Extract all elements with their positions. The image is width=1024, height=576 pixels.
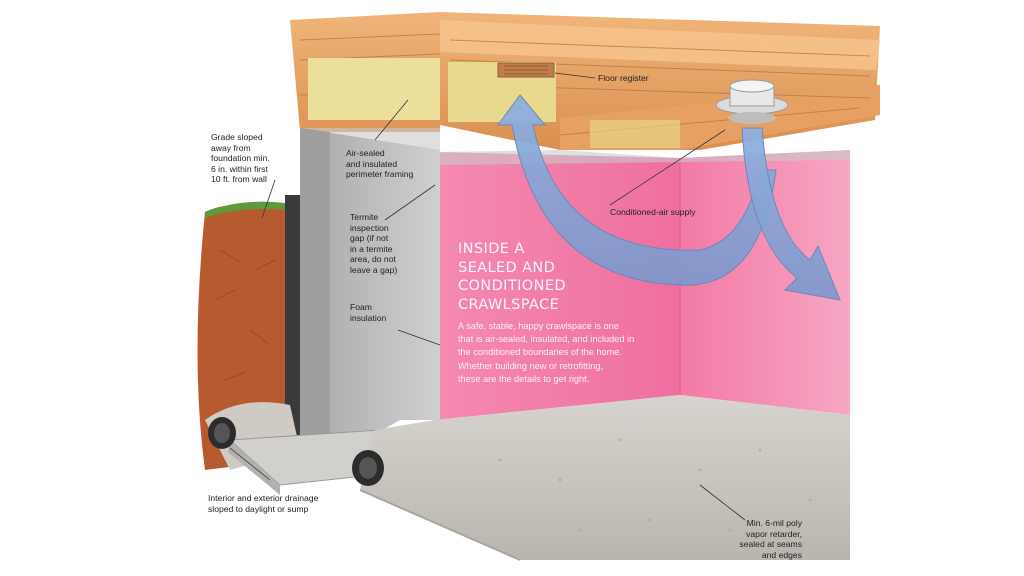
- airflow-arrows: [497, 94, 841, 301]
- vapor-retarder-label: Min. 6-mil poly vapor retarder, sealed a…: [739, 518, 802, 560]
- drainage-label: Interior and exterior drainage sloped to…: [208, 493, 319, 514]
- leader-lines: [229, 72, 746, 521]
- foam-insulation-label: Foam insulation: [350, 302, 387, 323]
- floor-register-label: Floor register: [598, 73, 649, 83]
- diagram-title: INSIDE A SEALED AND CONDITIONED CRAWLSPA…: [458, 241, 566, 313]
- foundation-wall: [285, 128, 440, 460]
- vapor-retarder-floor: [359, 395, 850, 561]
- diagram-description: A safe, stable, happy crawlspace is one …: [458, 321, 635, 384]
- interior-walls: [435, 150, 850, 420]
- grade-slope-label: Grade sloped away from foundation min. 6…: [211, 132, 270, 184]
- conditioned-air-label: Conditioned-air supply: [610, 207, 696, 217]
- floor-register: [497, 62, 555, 78]
- drain-pipes: [208, 417, 384, 486]
- perimeter-framing-label: Air-sealed and insulated perimeter frami…: [346, 148, 414, 179]
- termite-gap-label: Termite inspection gap (if not in a term…: [350, 212, 398, 275]
- footing-and-gravel: [205, 402, 422, 495]
- air-supply-diffuser: [715, 79, 789, 124]
